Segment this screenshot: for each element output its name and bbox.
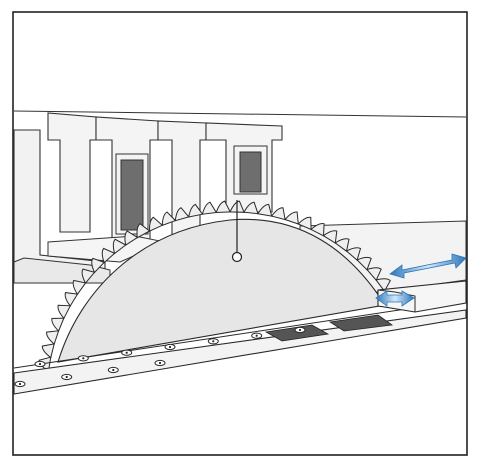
rail-hole-center	[169, 346, 171, 348]
rail-hole-center	[212, 340, 214, 342]
center-marker	[233, 253, 242, 262]
rail-hole-center	[82, 357, 84, 359]
rail-hole-center	[299, 329, 301, 331]
rail-hole-center	[159, 362, 161, 364]
rail-hole-center	[39, 363, 41, 365]
rail-hole-center	[66, 376, 68, 378]
rail-hole-center	[256, 335, 258, 337]
rail-hole-center	[126, 352, 128, 354]
rail-hole-center	[112, 369, 114, 371]
rail-hole-center	[19, 383, 21, 385]
